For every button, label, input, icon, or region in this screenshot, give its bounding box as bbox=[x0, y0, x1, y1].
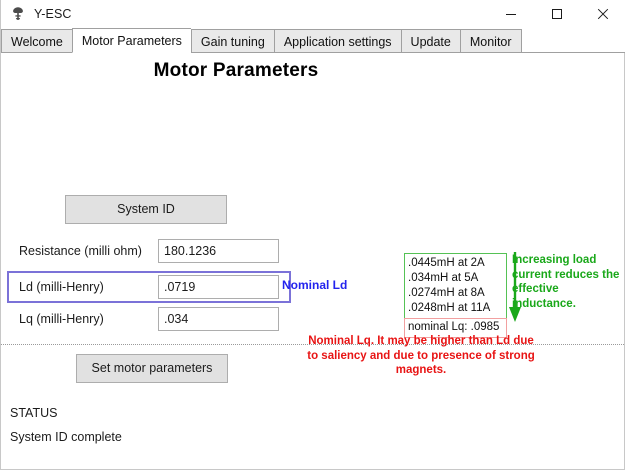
tab-motor-parameters[interactable]: Motor Parameters bbox=[71, 28, 191, 53]
page-title: Motor Parameters bbox=[153, 60, 319, 81]
status-heading: STATUS bbox=[10, 406, 58, 420]
minimize-icon bbox=[506, 14, 516, 15]
set-motor-parameters-button[interactable]: Set motor parameters bbox=[76, 354, 228, 383]
maximize-icon bbox=[552, 9, 562, 19]
close-icon bbox=[597, 8, 609, 20]
resistance-input[interactable] bbox=[158, 239, 279, 263]
motor-parameters-panel: Motor Parameters System ID Resistance (m… bbox=[1, 53, 624, 383]
status-message: System ID complete bbox=[10, 430, 122, 444]
window-title: Y-ESC bbox=[34, 7, 72, 21]
tab-welcome[interactable]: Welcome bbox=[1, 29, 72, 53]
ld-input[interactable] bbox=[158, 275, 279, 299]
inductance-note: Increasing load current reduces the effe… bbox=[512, 254, 620, 310]
inductance-row-4: .0248mH at 11A bbox=[408, 302, 491, 314]
tab-update[interactable]: Update bbox=[400, 29, 460, 53]
inductance-row-2: .034mH at 5A bbox=[408, 272, 479, 284]
system-id-button[interactable]: System ID bbox=[65, 195, 227, 224]
inductance-measurements-box: .0445mH at 2A .034mH at 5A .0274mH at 8A… bbox=[404, 253, 507, 320]
status-area: STATUS System ID complete bbox=[1, 345, 624, 468]
resistance-label: Resistance (milli ohm) bbox=[19, 244, 142, 258]
title-bar: Y-ESC bbox=[1, 0, 625, 29]
inductance-row-3: .0274mH at 8A bbox=[408, 287, 485, 299]
app-tree-icon bbox=[13, 7, 23, 20]
tab-monitor[interactable]: Monitor bbox=[459, 29, 522, 53]
nominal-lq-box: nominal Lq: .0985 bbox=[404, 318, 507, 338]
down-arrow-icon bbox=[509, 252, 521, 322]
tab-content-motor-parameters: Motor Parameters System ID Resistance (m… bbox=[1, 53, 624, 468]
nominal-ld-annotation: Nominal Ld bbox=[282, 278, 348, 292]
lq-input[interactable] bbox=[158, 307, 279, 331]
tab-bar: Welcome Motor Parameters Gain tuning App… bbox=[1, 28, 625, 53]
inductance-row-1: .0445mH at 2A bbox=[408, 257, 485, 269]
tab-gain-tuning[interactable]: Gain tuning bbox=[190, 29, 274, 53]
lq-row: Lq (milli-Henry) bbox=[9, 305, 289, 333]
maximize-button[interactable] bbox=[534, 0, 580, 28]
ld-row: Ld (milli-Henry) bbox=[7, 271, 291, 303]
minimize-button[interactable] bbox=[488, 0, 534, 28]
ld-label: Ld (milli-Henry) bbox=[19, 280, 104, 294]
saliency-note: Nominal Lq. It may be higher than Ld due… bbox=[307, 335, 535, 376]
close-button[interactable] bbox=[580, 0, 625, 28]
window-controls bbox=[488, 0, 625, 28]
tab-strip-filler bbox=[521, 29, 625, 53]
lq-label: Lq (milli-Henry) bbox=[19, 312, 104, 326]
tab-application-settings[interactable]: Application settings bbox=[273, 29, 401, 53]
resistance-row: Resistance (milli ohm) bbox=[9, 237, 289, 265]
